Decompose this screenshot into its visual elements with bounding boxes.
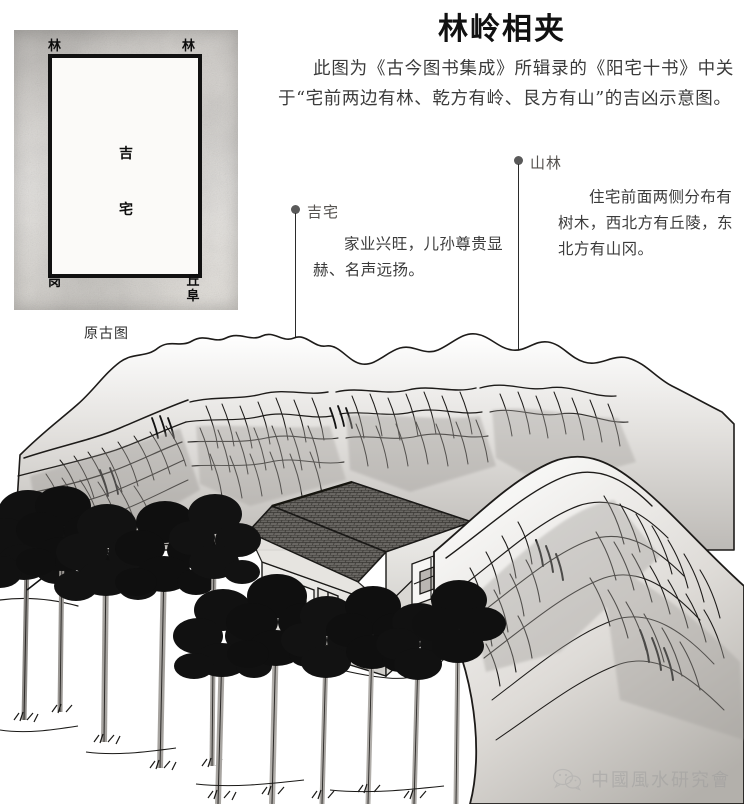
tree bbox=[412, 580, 506, 804]
page-title: 林岭相夹 bbox=[438, 12, 566, 47]
ancient-label-bottom-right: 丘阜 bbox=[186, 274, 200, 304]
left-tree-grove bbox=[0, 486, 261, 771]
ancient-label-top-left: 林 bbox=[48, 39, 62, 54]
front-tree-grove bbox=[173, 574, 506, 804]
watermark: 中國風水研究會 bbox=[552, 766, 731, 792]
ancient-label-bottom-left: 岗 bbox=[48, 275, 62, 290]
wechat-icon bbox=[552, 768, 582, 791]
grass-tufts bbox=[195, 779, 445, 801]
callout-shanlin-tag: 山林 bbox=[530, 154, 563, 172]
callout-leader-line bbox=[518, 164, 520, 380]
ancient-diagram-caption: 原古图 bbox=[84, 326, 129, 342]
right-foreground-hill bbox=[433, 455, 744, 804]
landscape-illustration bbox=[0, 300, 744, 804]
callout-jizhai-tag: 吉宅 bbox=[307, 203, 340, 221]
intro-paragraph: 此图为《古今图书集成》所辑录的《阳宅十书》中关于“宅前两边有林、乾方有岭、艮方有… bbox=[278, 59, 734, 109]
ancient-center-line-1: 吉 bbox=[119, 146, 133, 162]
landscape-svg bbox=[0, 333, 744, 804]
ancient-diagram-frame bbox=[48, 54, 202, 278]
ancient-center-label: 吉 宅 bbox=[14, 126, 238, 238]
grass-tufts bbox=[0, 703, 223, 771]
ancient-label-top-right: 林 bbox=[182, 39, 196, 54]
ancient-center-line-2: 宅 bbox=[119, 202, 133, 218]
callout-dot-icon bbox=[291, 205, 300, 214]
callout-shanlin-note: 住宅前面两侧分布有树木，西北方有丘陵，东北方有山冈。 bbox=[558, 188, 733, 258]
callout-jizhai-note: 家业兴旺，儿孙尊贵显赫、名声远扬。 bbox=[313, 235, 504, 279]
original-ancient-diagram: 林 林 岗 丘阜 吉 宅 bbox=[14, 30, 238, 310]
callout-dot-icon bbox=[514, 156, 523, 165]
watermark-text: 中國風水研究會 bbox=[591, 770, 731, 791]
